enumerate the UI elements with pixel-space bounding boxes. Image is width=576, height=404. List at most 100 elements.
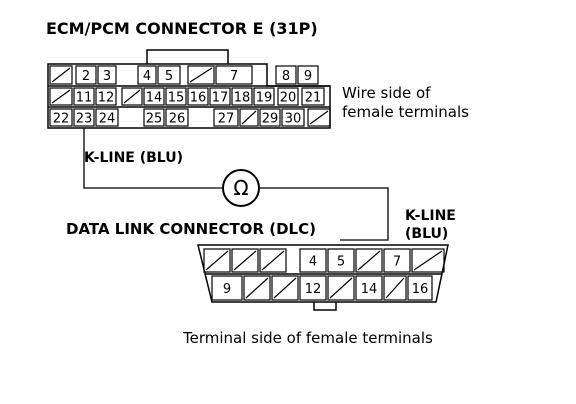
dlc-outline [197,244,449,303]
terminal-number: 5 [337,255,345,270]
unused-terminal-slash [233,250,257,271]
unused-terminal-slash [261,250,285,271]
dlc-terminal [271,275,299,301]
unused-terminal-slash [357,250,381,271]
unused-terminal-slash [329,277,353,299]
dlc-terminal: 12 [299,275,327,301]
terminal-number: 22 [53,112,70,127]
ecm-terminal: 16 [187,87,209,106]
ecm-terminal [49,87,73,106]
terminal-number: 16 [412,282,429,297]
dlc-terminal [203,248,231,273]
terminal-number: 30 [285,112,302,127]
terminal-number: 14 [146,91,163,106]
ohm-symbol: Ω [233,176,248,200]
dlc-terminal [355,248,383,273]
terminal-number: 7 [393,255,401,270]
terminal-number: 9 [223,282,231,297]
ecm-terminal: 2 [75,65,97,85]
dlc-terminal [327,275,355,301]
ecm-terminal: 21 [301,87,325,106]
dlc-terminal: 4 [299,248,327,273]
ecm-terminal: 19 [253,87,275,106]
dlc-caption: Terminal side of female terminals [182,329,433,347]
ecm-terminal: 9 [297,65,319,85]
unused-terminal-slash [123,89,141,104]
terminal-number: 15 [168,91,185,106]
ecm-terminal: 17 [209,87,231,106]
terminal-number: 4 [309,255,317,270]
k-line-wire [83,128,389,241]
dlc-terminal [383,275,407,301]
terminal-number: 18 [234,91,251,106]
terminal-number: 9 [304,69,312,84]
dlc-terminal: 5 [327,248,355,273]
k-line-right-label-2: (BLU) [405,226,448,242]
dlc-terminal [231,248,259,273]
ecm-terminal: 24 [95,108,119,127]
k-line-left-label: K-LINE (BLU) [84,150,183,166]
ecm-terminal: 26 [165,108,189,127]
terminal-number: 25 [146,112,163,127]
ohmmeter-symbol [222,169,260,207]
dlc-terminal: 9 [211,275,243,301]
ecm-terminal: 20 [277,87,299,106]
dlc-key-tab [313,302,337,311]
dlc-terminal [259,248,287,273]
ecm-terminal: 8 [275,65,297,85]
terminal-number: 2 [82,69,90,84]
dlc-title: DATA LINK CONNECTOR (DLC) [66,220,316,238]
terminal-number: 16 [190,91,207,106]
ecm-caption-line2: female terminals [342,103,469,121]
ecm-terminal: 7 [215,65,253,85]
terminal-number: 26 [169,112,186,127]
ecm-terminal [239,108,259,127]
ecm-terminal: 27 [213,108,239,127]
ecm-terminal: 30 [281,108,305,127]
ecm-terminal: 29 [259,108,281,127]
unused-terminal-slash [51,89,71,104]
terminal-number: 7 [230,69,238,84]
ecm-terminal [187,65,215,85]
terminal-number: 17 [212,91,229,106]
terminal-number: 24 [99,112,116,127]
unused-terminal-slash [413,250,443,271]
dlc-terminal [243,275,271,301]
terminal-number: 3 [103,69,111,84]
ecm-caption-line1: Wire side of [342,84,431,102]
ecm-terminal: 23 [73,108,95,127]
ecm-terminal: 14 [143,87,165,106]
ecm-terminal: 11 [73,87,95,106]
terminal-number: 21 [305,91,322,106]
ecm-terminal: 4 [137,65,157,85]
dlc-terminal: 16 [407,275,433,301]
terminal-number: 19 [256,91,273,106]
terminal-number: 20 [280,91,297,106]
terminal-number: 27 [218,112,235,127]
terminal-number: 14 [361,282,378,297]
unused-terminal-slash [309,110,329,125]
terminal-number: 5 [165,69,173,84]
ecm-terminal: 22 [49,108,73,127]
ecm-title: ECM/PCM CONNECTOR E (31P) [46,19,318,38]
unused-terminal-slash [51,67,71,83]
ecm-terminal [121,87,143,106]
ecm-terminal: 15 [165,87,187,106]
unused-terminal-slash [241,110,257,125]
terminal-number: 23 [76,112,93,127]
terminal-number: 12 [305,282,322,297]
terminal-number: 11 [76,91,93,106]
terminal-number: 4 [143,69,151,84]
unused-terminal-slash [189,67,213,83]
dlc-connector [197,244,449,311]
dlc-terminal: 7 [383,248,411,273]
terminal-number: 12 [98,91,115,106]
ecm-terminal [307,108,331,127]
ecm-terminal: 3 [97,65,117,85]
terminal-number: 29 [262,112,279,127]
terminal-number: 8 [282,69,290,84]
unused-terminal-slash [245,277,269,299]
unused-terminal-slash [385,277,405,299]
ecm-terminal: 5 [157,65,181,85]
